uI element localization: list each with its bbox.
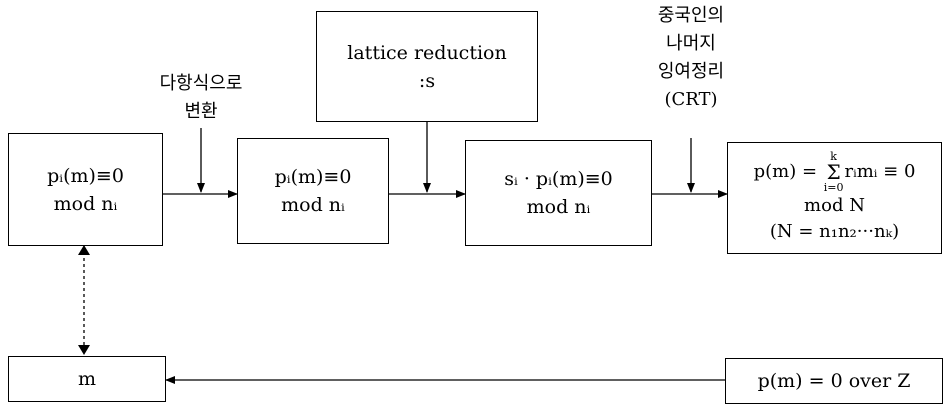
box-congruence-2: pᵢ(m)≡0 mod nᵢ <box>237 138 389 244</box>
box-scaled-congruence: sᵢ · pᵢ(m)≡0 mod nᵢ <box>465 140 652 246</box>
box-over-z: p(m) = 0 over Z <box>725 358 943 404</box>
box-lattice-reduction: lattice reduction :s <box>316 11 538 122</box>
label-to-polynomial: 다항식으로 변환 <box>159 73 243 122</box>
box-congruence-1: pᵢ(m)≡0 mod nᵢ <box>8 133 163 246</box>
label-crt: 중국인의 나머지 잉여정리 (CRT) <box>657 5 725 110</box>
box-m: m <box>8 356 166 402</box>
